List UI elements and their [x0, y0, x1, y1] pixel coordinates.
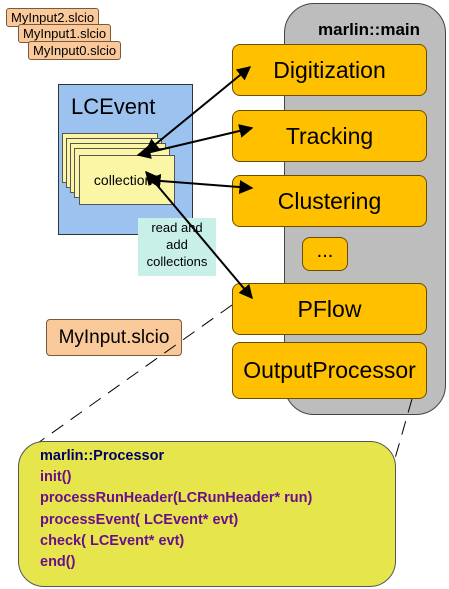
processor-interface-text: marlin::Processor init() processRunHeade… [40, 446, 312, 573]
interface-method-check: check( LCEvent* evt) [40, 532, 185, 549]
input-file-0: MyInput0.slcio [28, 41, 122, 60]
interface-method-end: end() [40, 554, 76, 571]
arrow-digitization [144, 66, 252, 153]
zoom-line-right [393, 398, 413, 463]
processor-tracking: Tracking [232, 110, 427, 162]
interface-title: marlin::Processor [40, 448, 165, 464]
main-title: marlin::main [318, 20, 421, 39]
input-file-2: MyInput2.slcio [6, 8, 100, 27]
arrow-clustering [146, 173, 254, 195]
processor-interface [18, 441, 396, 587]
lcevent-title: LCEvent [71, 94, 156, 119]
processor-digitization: Digitization [232, 44, 427, 96]
interface-method-init: init() [40, 469, 72, 486]
zoom-line-left [27, 304, 233, 451]
processor-pflow: PFlow [232, 283, 427, 335]
interface-method-processrunheader: processRunHeader(LCRunHeader* run) [40, 490, 313, 507]
interface-method-processevent: processEvent( LCEvent* evt) [40, 511, 239, 528]
processor-output: OutputProcessor [232, 342, 427, 399]
arrow-pflow [145, 170, 253, 300]
output-file: MyInput.slcio [46, 319, 182, 356]
arrow-tracking [136, 124, 254, 159]
input-file-1: MyInput1.slcio [18, 24, 112, 43]
processor-ellipsis: ... [302, 237, 348, 271]
